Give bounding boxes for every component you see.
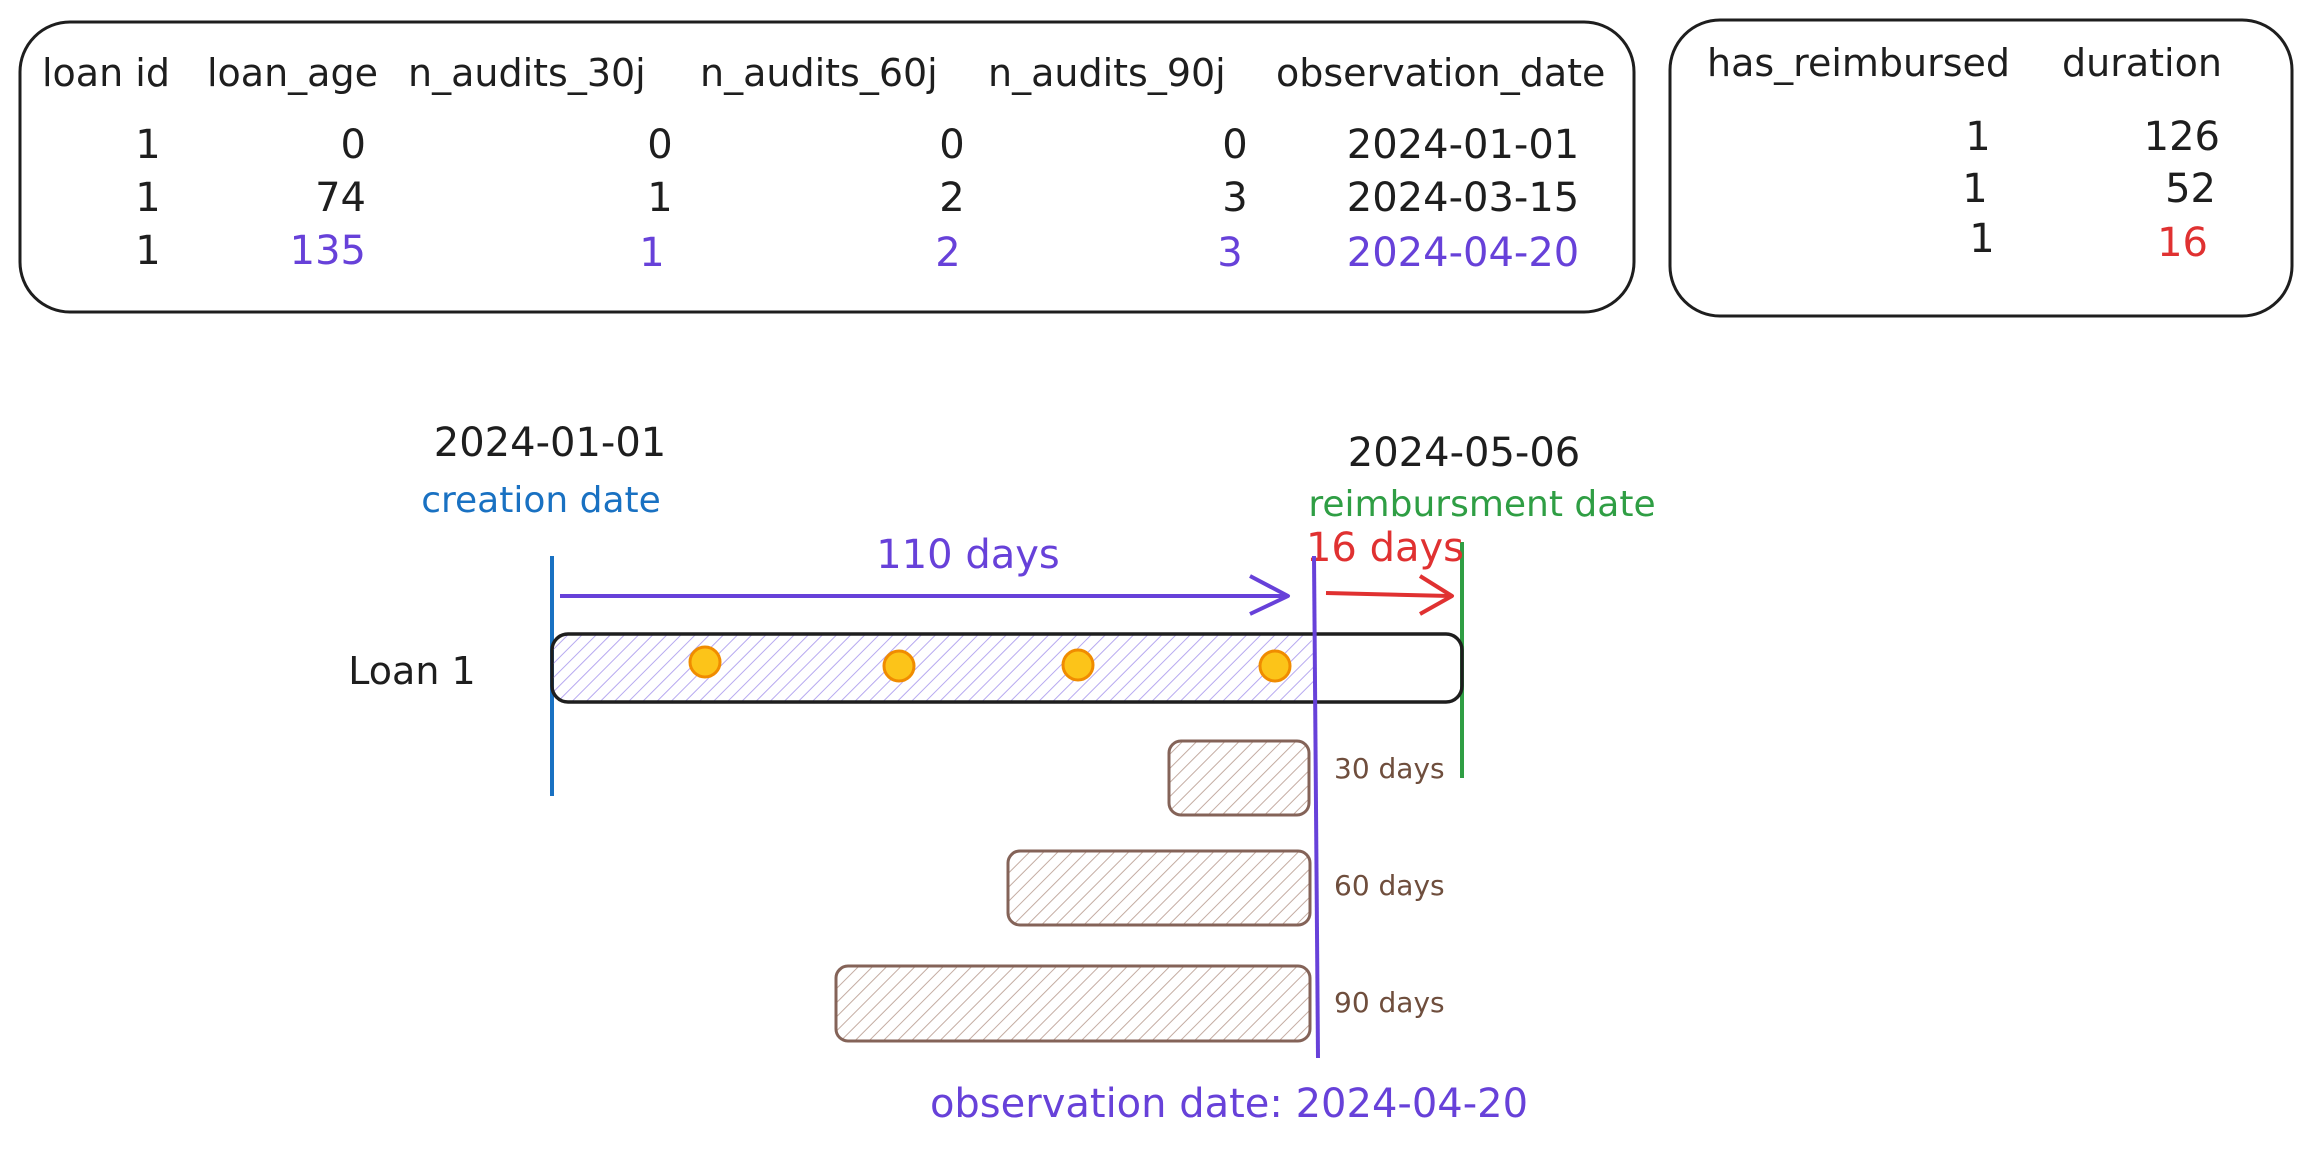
timeline: 2024-01-01 creation date 2024-05-06 reim…	[348, 420, 1655, 1127]
cell-loan-age: 0	[341, 122, 366, 168]
target-table-frame	[1668, 18, 2294, 318]
cell-duration-highlight: 16	[2157, 220, 2208, 266]
cell-has-reimbursed: 1	[1962, 166, 1987, 212]
cell-n-audits-90j: 0	[1222, 122, 1247, 168]
cell-n-audits-30j: 0	[647, 122, 672, 168]
window-30-days-label: 30 days	[1334, 752, 1445, 785]
loan-bar-filled	[552, 634, 1314, 702]
cell-loan-id: 1	[135, 175, 160, 221]
observation-date-label: observation date: 2024-04-20	[930, 1081, 1528, 1127]
cell-n-audits-60j-highlight: 2	[935, 230, 960, 276]
col-header-has-reimbursed: has_reimbursed	[1707, 41, 2010, 85]
col-header-duration: duration	[2062, 41, 2222, 85]
loan-label: Loan 1	[348, 649, 475, 693]
features-table: loan id loan_age n_audits_30j n_audits_6…	[18, 20, 1636, 314]
cell-duration: 52	[2165, 166, 2216, 212]
col-header-observation-date: observation_date	[1276, 51, 1605, 95]
cell-loan-id: 1	[135, 228, 160, 274]
col-header-n-audits-90j: n_audits_90j	[988, 51, 1226, 95]
cell-observation-date: 2024-01-01	[1347, 122, 1579, 168]
cell-n-audits-30j-highlight: 1	[639, 230, 664, 276]
elapsed-days-label: 110 days	[876, 532, 1059, 578]
window-90-days-label: 90 days	[1334, 986, 1445, 1019]
audit-event-marker	[688, 645, 722, 679]
cell-n-audits-60j: 0	[939, 122, 964, 168]
audit-event-marker	[1061, 648, 1095, 682]
remaining-arrow-head	[1418, 574, 1454, 616]
col-header-loan-age: loan_age	[207, 51, 378, 95]
col-header-n-audits-30j: n_audits_30j	[408, 51, 646, 95]
cell-n-audits-60j: 2	[939, 175, 964, 221]
elapsed-arrow-head	[1249, 574, 1290, 616]
audit-event-marker	[882, 649, 916, 683]
window-90-days	[834, 964, 1312, 1043]
reimbursement-date-label: reimbursment date	[1308, 484, 1655, 525]
observation-date-line	[1312, 555, 1320, 1059]
cell-n-audits-90j-highlight: 3	[1217, 230, 1242, 276]
loan-bar	[550, 632, 1464, 704]
cell-n-audits-30j: 1	[647, 175, 672, 221]
remaining-days-label: 16 days	[1306, 525, 1464, 571]
creation-date-value: 2024-01-01	[434, 420, 666, 466]
creation-date-label: creation date	[421, 480, 661, 521]
window-60-days	[1006, 849, 1312, 927]
cell-has-reimbursed: 1	[1965, 114, 1990, 160]
cell-loan-id: 1	[135, 122, 160, 168]
cell-duration: 126	[2144, 114, 2220, 160]
cell-observation-date-highlight: 2024-04-20	[1347, 230, 1579, 276]
col-header-n-audits-60j: n_audits_60j	[700, 51, 938, 95]
col-header-loan-id: loan id	[42, 51, 170, 95]
remaining-arrow	[1325, 591, 1451, 598]
reimbursement-date-value: 2024-05-06	[1348, 430, 1580, 476]
cell-observation-date: 2024-03-15	[1347, 175, 1579, 221]
cell-loan-age-highlight: 135	[290, 228, 366, 274]
cell-loan-age: 74	[315, 175, 366, 221]
cell-has-reimbursed: 1	[1969, 216, 1994, 262]
window-30-days	[1167, 739, 1311, 817]
cell-n-audits-90j: 3	[1222, 175, 1247, 221]
audit-event-marker	[1258, 649, 1292, 683]
target-table: has_reimbursed duration 1 126 1 52 1 16	[1668, 18, 2294, 318]
window-60-days-label: 60 days	[1334, 869, 1445, 902]
features-table-frame	[18, 20, 1636, 314]
